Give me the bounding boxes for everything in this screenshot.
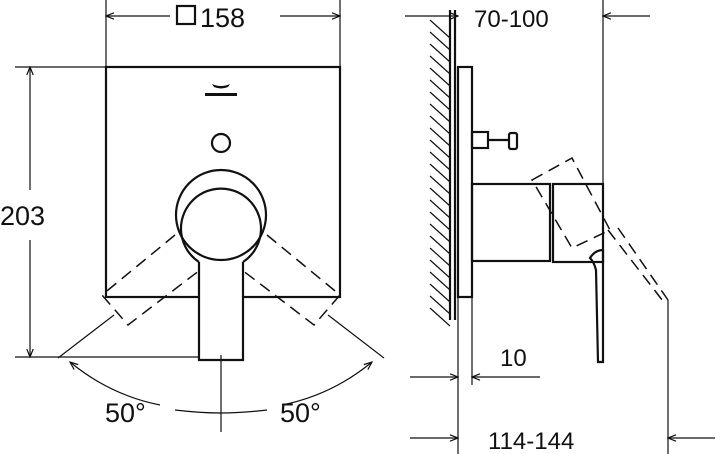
lever-left-rotated	[100, 234, 201, 327]
angle-arc-left	[70, 362, 161, 406]
hatch-line	[429, 247, 451, 267]
hatch-line	[429, 199, 451, 219]
brand-logo	[205, 84, 237, 96]
diverter-knob	[507, 131, 519, 151]
hatch-line	[429, 31, 451, 51]
side-cover-plate	[456, 65, 474, 299]
hatch-line	[429, 151, 451, 171]
handle-rosette-outer	[174, 168, 268, 262]
hatch-line	[429, 295, 451, 315]
hatch-line	[429, 271, 451, 291]
wall-hatch	[429, 19, 451, 327]
diverter-button	[210, 132, 232, 154]
hatch-line	[429, 307, 451, 327]
width-label: 158	[200, 3, 245, 33]
angle-arc-right	[281, 362, 372, 406]
angle-right-label: 50°	[280, 398, 321, 428]
hatch-line	[429, 127, 451, 147]
angle-line-left	[57, 314, 115, 359]
total-label: 114-144	[488, 428, 574, 454]
diverter-stem	[470, 130, 490, 150]
plate-label: 10	[500, 345, 527, 372]
hatch-line	[429, 115, 451, 135]
hatch-line	[429, 163, 451, 183]
hatch-line	[429, 43, 451, 63]
side-lever-rotated	[607, 227, 669, 306]
hatch-line	[429, 235, 451, 255]
lever-handle	[197, 262, 245, 362]
square-symbol-icon	[175, 4, 197, 26]
hatch-line	[429, 139, 451, 159]
hatch-line	[429, 55, 451, 75]
handle-rosette-inner	[179, 187, 263, 263]
lever-right-rotated	[241, 234, 342, 327]
hatch-line	[429, 91, 451, 111]
hatch-line	[429, 211, 451, 231]
side-lever-rotated	[530, 156, 612, 249]
angle-line-right	[327, 314, 385, 359]
hatch-line	[429, 283, 451, 303]
angle-arc-left	[174, 409, 222, 414]
hatch-line	[429, 67, 451, 87]
hatch-line	[429, 223, 451, 243]
side-view: 70-100 10 114-144	[405, 0, 715, 454]
angle-left-label: 50°	[105, 398, 146, 428]
side-lever	[588, 248, 605, 364]
hatch-line	[429, 187, 451, 207]
hatch-line	[429, 19, 451, 39]
height-label: 203	[0, 201, 45, 231]
handle-body	[470, 182, 552, 263]
projection-label: 70-100	[474, 6, 549, 33]
hatch-line	[429, 259, 451, 279]
hatch-line	[429, 175, 451, 195]
hatch-line	[429, 103, 451, 123]
angle-arc-right	[220, 409, 268, 414]
hatch-line	[429, 79, 451, 99]
front-view: 158 203 50° 50°	[0, 0, 385, 432]
handle-block	[551, 182, 605, 264]
